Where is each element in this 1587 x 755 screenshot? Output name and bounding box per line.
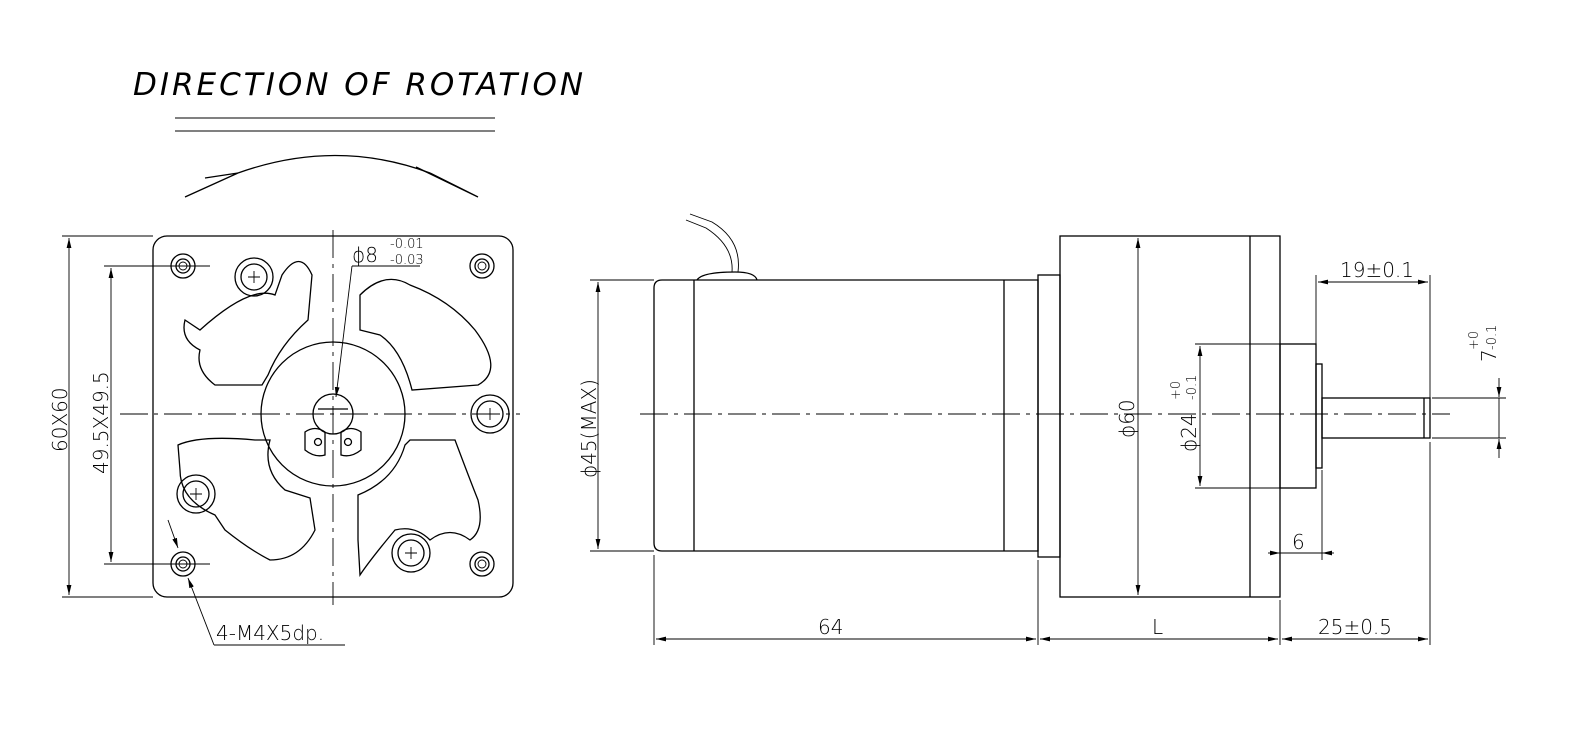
dim-boss-len-text: 6 — [1292, 530, 1305, 554]
front-window-tl — [183, 260, 313, 386]
dim-holes-text: 49.5X49.5 — [89, 371, 113, 474]
dim-boss-tol-lower: -0.1 — [1185, 375, 1200, 400]
output-boss-step — [1315, 363, 1323, 469]
rotation-arc — [237, 154, 431, 174]
gearbox-body — [1059, 235, 1281, 598]
wire-grommet — [696, 271, 758, 281]
motor-wires — [685, 213, 758, 281]
front-view: 60X60 49.5X49.5 ϕ8 -0.01 -0.03 4-M4X5dp. — [48, 230, 520, 646]
front-boss-circle — [260, 341, 406, 487]
motor-body — [653, 279, 1039, 552]
front-screw-top — [234, 257, 274, 297]
adapter-collar — [1037, 274, 1061, 558]
dim-motor-dia-text: ϕ45(MAX) — [577, 379, 601, 478]
dim-outer-text: 60X60 — [48, 387, 72, 452]
front-mount-hole-tr — [469, 253, 495, 279]
note-holes-leader-a — [167, 519, 179, 549]
dim-flat-tol-upper: +0 — [1467, 331, 1482, 350]
front-clip-hole-left — [313, 437, 323, 447]
dim-boss-tol-upper: +0 — [1169, 381, 1184, 400]
drawing-title: DIRECTION OF ROTATION — [133, 67, 586, 103]
dim-shaft-tol-upper: -0.01 — [390, 237, 424, 252]
front-screw-right — [470, 394, 510, 434]
rotation-indicator: DIRECTION OF ROTATION — [133, 67, 586, 198]
dim-shaft-leader — [334, 265, 353, 398]
dim-gear-dia-text: ϕ60 — [1115, 399, 1139, 438]
rotation-arrow-right — [415, 166, 479, 198]
front-shaft-circle — [312, 393, 354, 435]
dim-gear-len-text: L — [1152, 615, 1163, 639]
dim-boss-dia-text: ϕ24 — [1177, 413, 1201, 452]
dim-key-text: 19±0.1 — [1340, 258, 1414, 282]
output-shaft — [1321, 397, 1431, 439]
side-view: ϕ45(MAX) 64 L ϕ60 ϕ24 +0 -0.1 19±0.1 7 +… — [577, 213, 1506, 645]
front-window-br — [357, 439, 481, 577]
front-clip-right — [340, 427, 362, 457]
dim-motor-len-text: 64 — [818, 615, 843, 639]
dim-shaft-tol-lower: -0.03 — [390, 253, 424, 268]
dim-flat-tol-lower: -0.1 — [1485, 325, 1500, 350]
front-screw-bottom — [391, 533, 431, 573]
note-holes-text: 4-M4X5dp. — [216, 621, 324, 645]
note-holes-leader-b — [187, 577, 215, 646]
front-window-bl — [177, 437, 316, 561]
rotation-arrow-left — [184, 172, 239, 198]
front-window-tr — [359, 278, 492, 391]
front-clip-left — [304, 427, 326, 457]
dim-shaft-len-text: 25±0.5 — [1318, 615, 1392, 639]
dim-flat-text: 7 — [1477, 349, 1501, 362]
front-clip-hole-right — [343, 437, 353, 447]
output-boss — [1279, 343, 1317, 489]
front-screw-left — [176, 474, 216, 514]
dim-shaft-text: ϕ8 — [352, 243, 378, 267]
front-mount-hole-br — [469, 551, 495, 577]
